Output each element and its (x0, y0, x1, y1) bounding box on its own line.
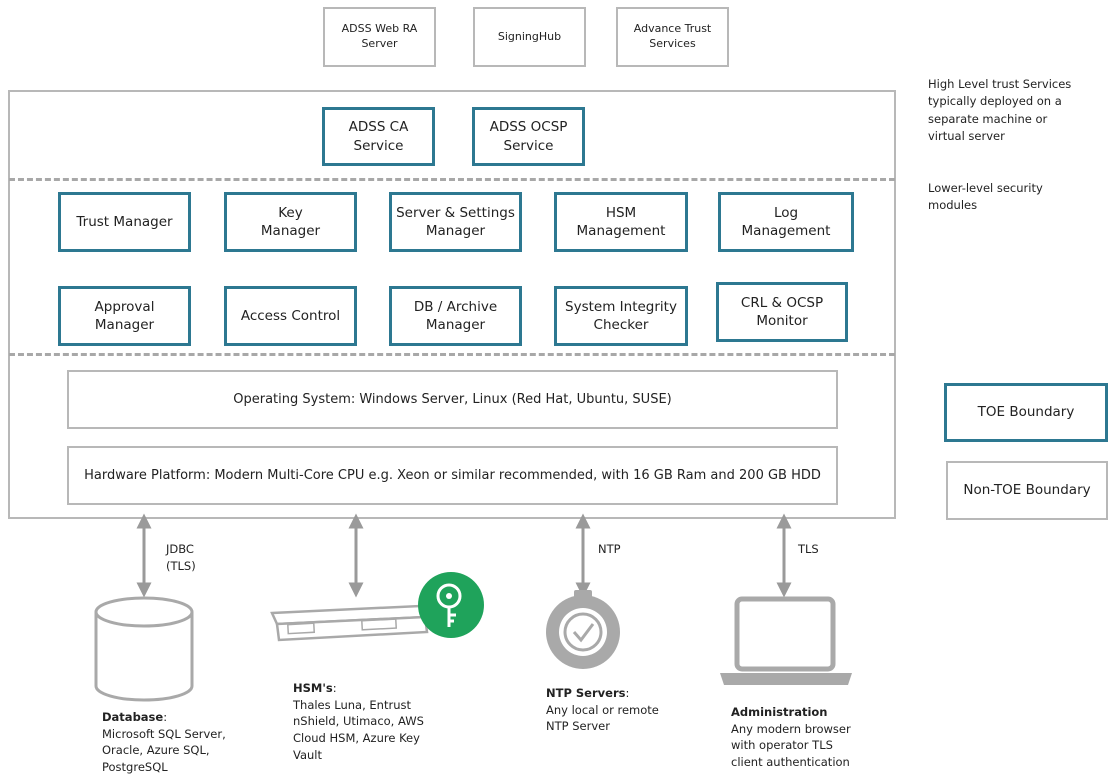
hsm-text: Thales Luna, Entrust nShield, Utimaco, A… (293, 697, 424, 762)
tls-label: TLS (798, 542, 819, 556)
ntp-title-colon: : (625, 686, 630, 700)
ntp-title: NTP Servers (546, 686, 626, 700)
db-archive-manager-box: DB / Archive Manager (389, 286, 522, 346)
ntp-description: NTP Servers: Any local or remote NTP Ser… (546, 685, 659, 735)
hsm-management-box: HSM Management (554, 192, 688, 252)
database-title: Database (102, 710, 164, 724)
database-title-colon: : (163, 710, 168, 724)
high-level-divider (9, 178, 895, 181)
database-icon (94, 596, 194, 702)
server-settings-manager-box: Server & Settings Manager (389, 192, 522, 252)
hsm-device-icon (270, 572, 484, 642)
hsm-title-colon: : (332, 681, 337, 695)
advance-trust-services-box: Advance Trust Services (616, 7, 729, 67)
high-level-note: High Level trust Services typically depl… (928, 77, 1072, 143)
admin-title: Administration (731, 705, 828, 719)
approval-manager-box: Approval Manager (58, 286, 191, 346)
access-control-box: Access Control (224, 286, 357, 346)
adss-ocsp-service-box: ADSS OCSP Service (472, 107, 585, 166)
laptop-icon (720, 596, 852, 685)
adss-ca-service-box: ADSS CA Service (322, 107, 435, 166)
legend-non-toe-boundary: Non-TOE Boundary (946, 461, 1108, 520)
trust-manager-box: Trust Manager (58, 192, 191, 252)
lower-level-divider (9, 353, 895, 356)
signinghub-box: SigningHub (473, 7, 586, 67)
admin-text: Any modern browser with operator TLS cli… (731, 721, 851, 770)
ntp-label: NTP (598, 542, 621, 556)
ntp-text: Any local or remote NTP Server (546, 702, 659, 734)
ntp-clock-icon (546, 590, 620, 669)
system-boundary (8, 90, 896, 519)
operating-system-bar: Operating System: Windows Server, Linux … (67, 370, 838, 429)
lower-level-note: Lower-level security modules (928, 181, 1043, 213)
key-manager-box: Key Manager (224, 192, 357, 252)
database-description: Database: Microsoft SQL Server, Oracle, … (102, 709, 226, 776)
jdbc-label: JDBC (TLS) (166, 542, 196, 573)
legend-toe-boundary: TOE Boundary (944, 383, 1108, 442)
admin-description: Administration Any modern browser with o… (731, 704, 851, 771)
system-integrity-checker-box: System Integrity Checker (554, 286, 688, 346)
adss-web-ra-server-box: ADSS Web RA Server (323, 7, 436, 67)
crl-ocsp-monitor-box: CRL & OCSP Monitor (716, 282, 848, 342)
hsm-description: HSM's: Thales Luna, Entrust nShield, Uti… (293, 680, 424, 763)
log-management-box: Log Management (718, 192, 854, 252)
hsm-title: HSM's (293, 681, 333, 695)
database-text: Microsoft SQL Server, Oracle, Azure SQL,… (102, 726, 226, 775)
hardware-platform-bar: Hardware Platform: Modern Multi-Core CPU… (67, 446, 838, 505)
